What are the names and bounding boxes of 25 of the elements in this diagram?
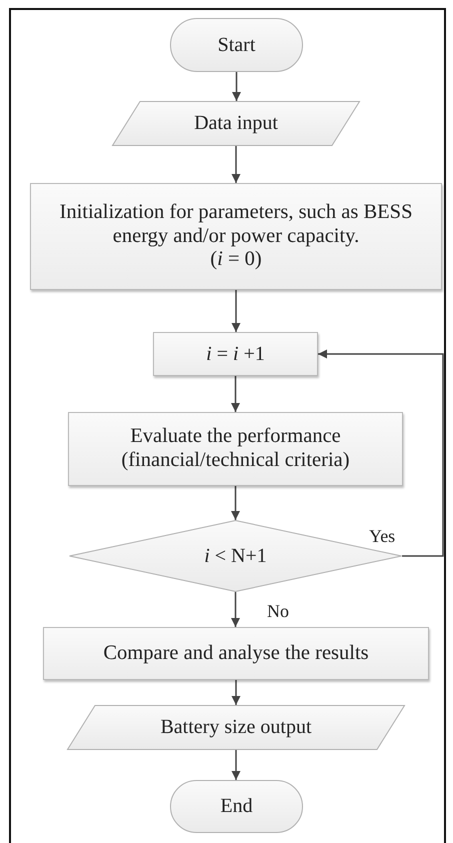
- arrow: [231, 592, 240, 627]
- edge-label: No: [266, 602, 290, 620]
- node-text: i < N+1: [204, 544, 267, 568]
- arrow: [232, 750, 240, 780]
- node-text: Start: [218, 34, 256, 56]
- edge-label: Yes: [368, 527, 396, 545]
- process-box: [43, 627, 429, 680]
- arrow: [232, 680, 240, 705]
- node-text: (i = 0): [210, 248, 262, 272]
- node-text: Compare and analyse the results: [103, 642, 369, 666]
- arrow: [231, 486, 240, 520]
- process-box: [30, 183, 442, 290]
- node-text: End: [220, 795, 253, 818]
- arrow: [232, 146, 240, 183]
- process-box: [68, 412, 403, 486]
- arrow: [231, 376, 240, 412]
- node-text: Battery size output: [160, 716, 312, 739]
- node-text: Data input: [194, 112, 278, 135]
- process-box: [153, 332, 318, 376]
- node-text: Initialization for parameters, such as BESS energy and/or power capacity.: [58, 201, 414, 248]
- arrow: [318, 350, 444, 557]
- node-text: Evaluate the performance (financial/technical criteria): [120, 425, 351, 473]
- arrow: [232, 290, 240, 332]
- node-text: i = i +1: [206, 342, 265, 366]
- arrow: [232, 72, 241, 101]
